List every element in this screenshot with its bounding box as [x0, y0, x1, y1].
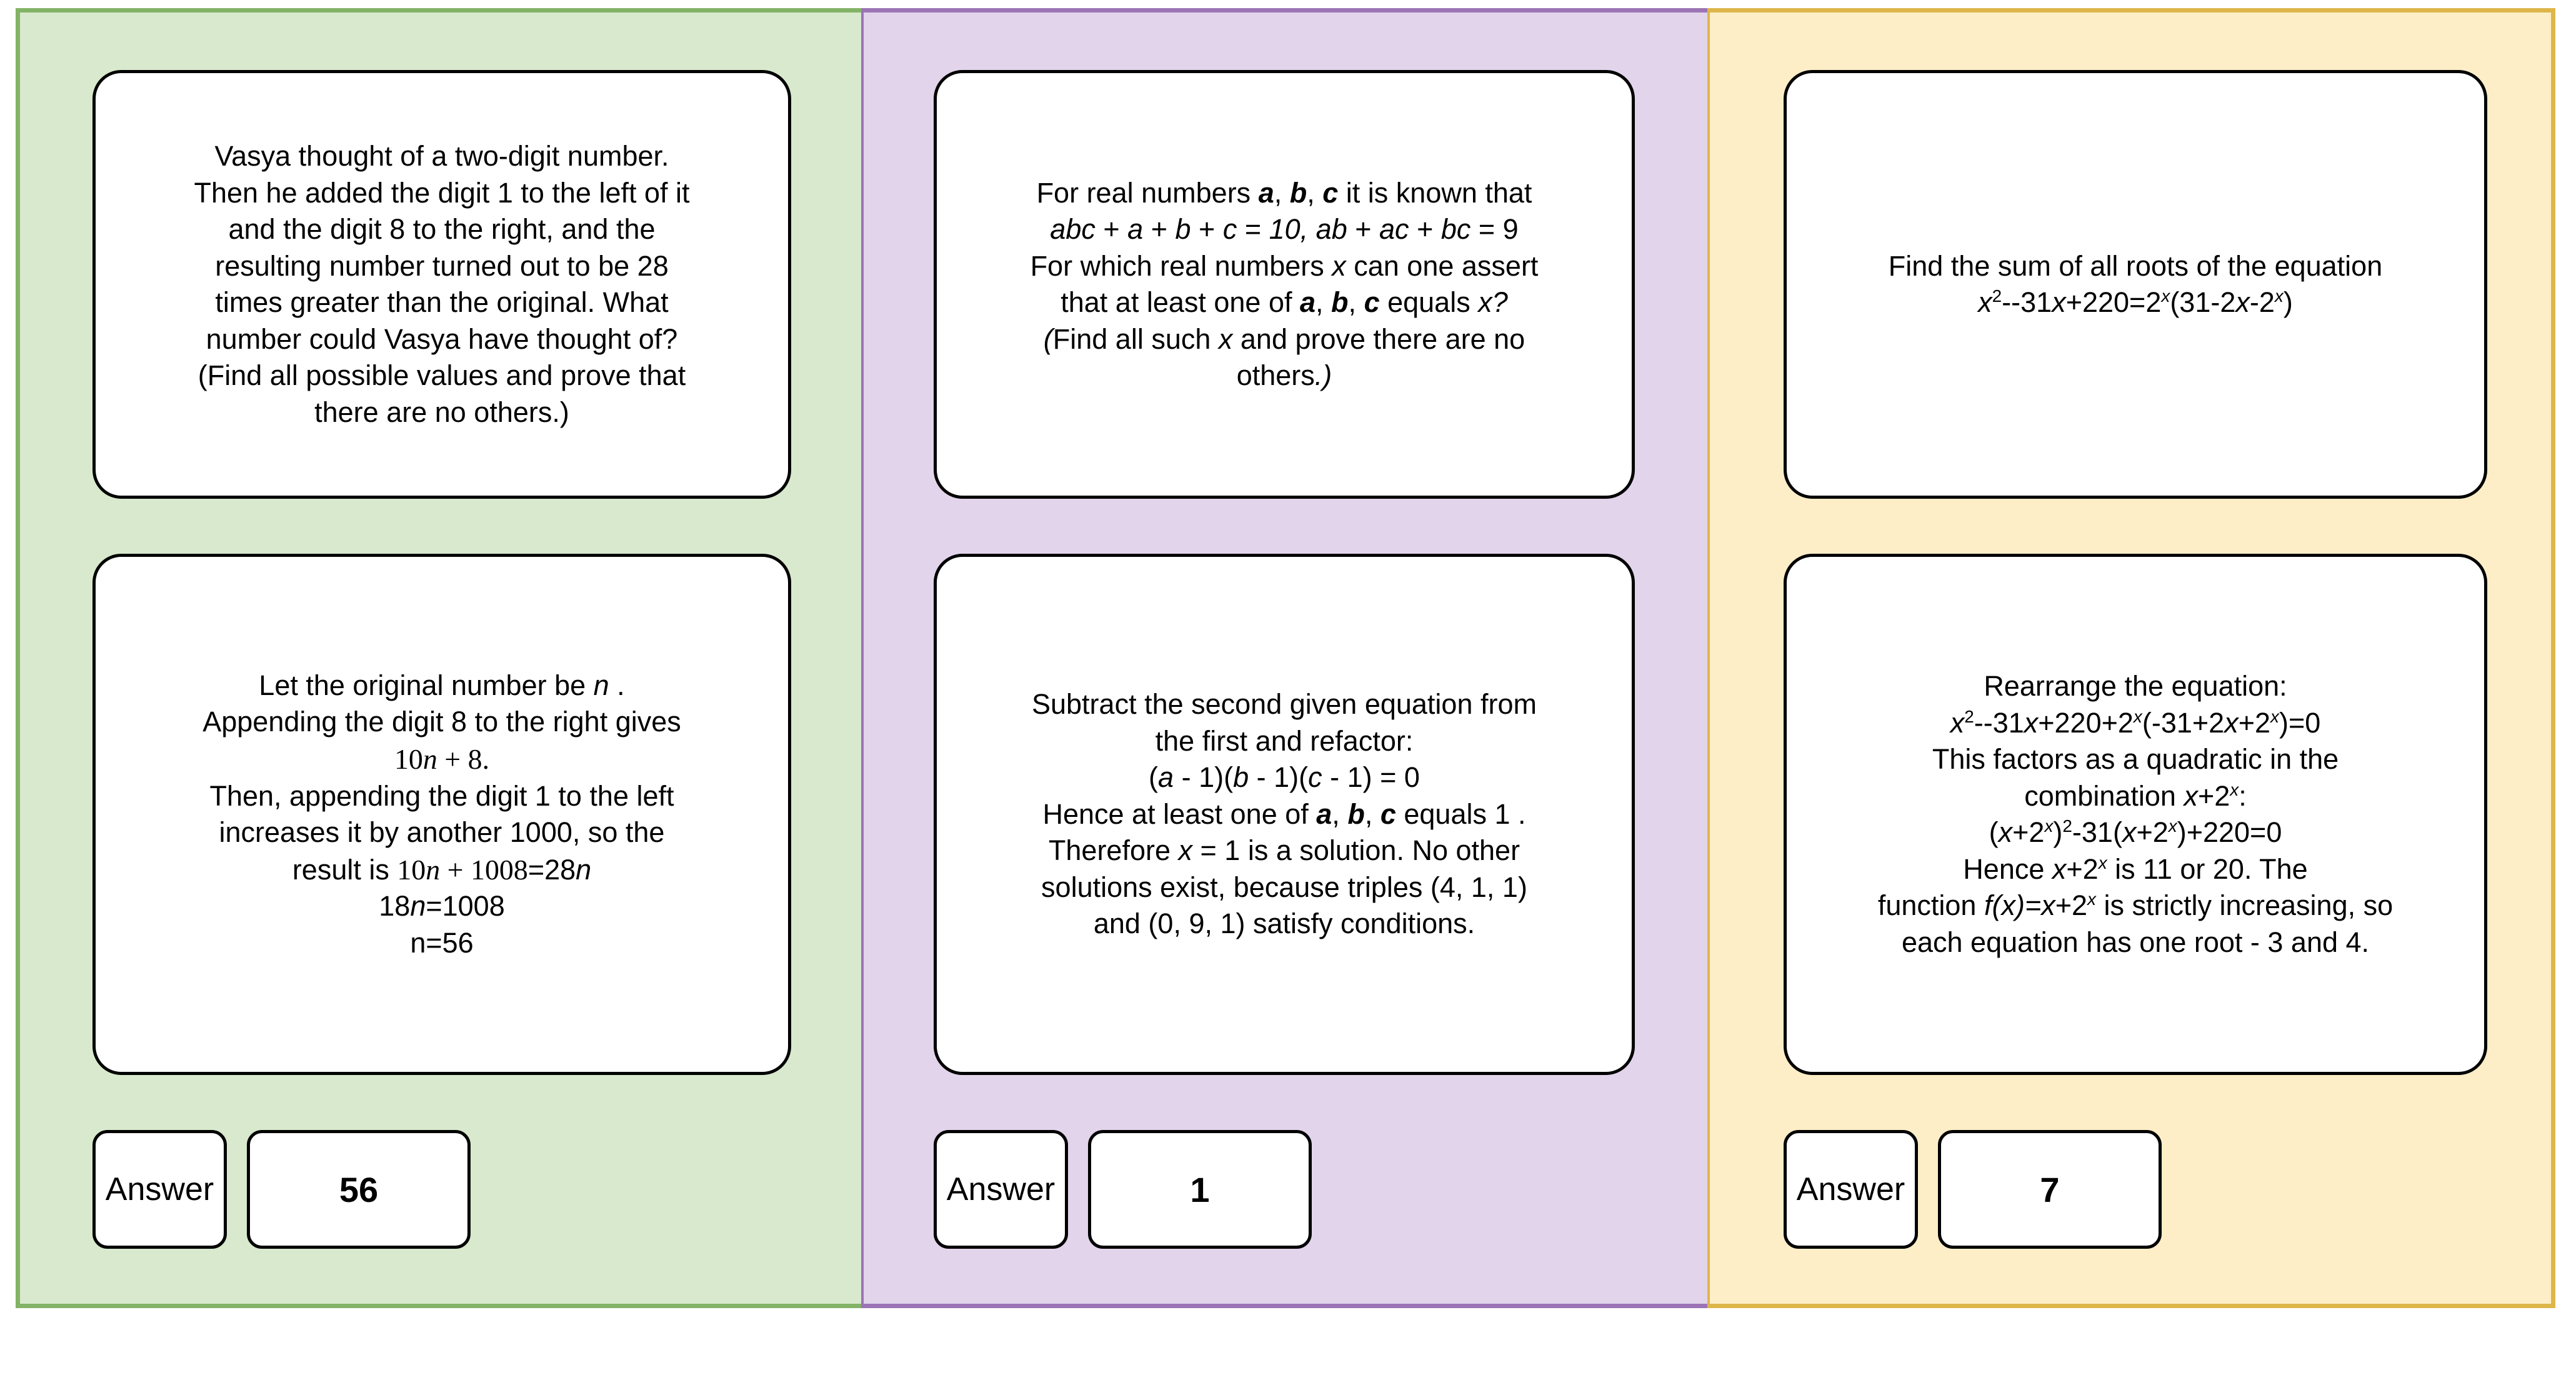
solution-1-line-2: Appending the digit 8 to the right gives [202, 706, 681, 738]
solution-1-line-7: 18n=1008 [379, 890, 505, 922]
problem-1-line-5: times greater than the original. What [215, 286, 669, 318]
solution-1-line-1: Let the original number be n . [259, 669, 625, 701]
solution-2-line-2: the first and refactor: [1155, 724, 1414, 757]
solution-card-1-text: Let the original number be n . Appending… [96, 668, 788, 961]
solution-1-line-4: Then, appending the digit 1 to the left [209, 779, 674, 812]
solution-3-line-5: (x+2x)2-31(x+2x)+220=0 [1989, 816, 2282, 848]
solution-2-line-4: Hence at least one of a, b, c equals 1 . [1042, 798, 1526, 830]
solution-3-line-8: each equation has one root - 3 and 4. [1901, 926, 2370, 958]
problem-2-line-5: (Find all such x and prove there are no [1043, 322, 1525, 355]
solution-card-3: Rearrange the equation: x2--31x+220+2x(-… [1784, 554, 2487, 1075]
solution-3-line-3: This factors as a quadratic in the [1932, 743, 2339, 775]
solution-1-line-5: increases it by another 1000, so the [219, 816, 665, 848]
column-purple: For real numbers a, b, c it is known tha… [861, 8, 1707, 1308]
panel-row: Vasya thought of a two-digit number. The… [16, 8, 2555, 1308]
answer-value-1: 56 [247, 1130, 471, 1249]
problem-card-2: For real numbers a, b, c it is known tha… [934, 70, 1635, 499]
solution-2-line-1: Subtract the second given equation from [1031, 688, 1537, 721]
answer-value-3: 7 [1938, 1130, 2162, 1249]
problem-card-1: Vasya thought of a two-digit number. The… [92, 70, 791, 499]
solution-1-line-3: 10n + 8. [394, 742, 490, 775]
problem-1-line-7: (Find all possible values and prove that [197, 359, 686, 391]
problem-2-line-4: that at least one of a, b, c equals x? [1061, 286, 1508, 318]
column-purple-stack: For real numbers a, b, c it is known tha… [864, 12, 1707, 1304]
problem-card-3-text: Find the sum of all roots of the equatio… [1787, 248, 2484, 321]
solution-2-line-3: (a - 1)(b - 1)(c - 1) = 0 [1149, 761, 1420, 794]
answer-label-2: Answer [934, 1130, 1068, 1249]
problem-3-line-1: Find the sum of all roots of the equatio… [1888, 249, 2383, 282]
solution-2-line-6: solutions exist, because triples (4, 1, … [1041, 871, 1527, 903]
problem-1-line-8: there are no others.) [314, 396, 569, 428]
answer-label-1: Answer [92, 1130, 227, 1249]
column-green-stack: Vasya thought of a two-digit number. The… [20, 12, 861, 1304]
solution-card-3-text: Rearrange the equation: x2--31x+220+2x(-… [1787, 668, 2484, 961]
solution-2-line-7: and (0, 9, 1) satisfy conditions. [1093, 908, 1475, 940]
solution-card-2: Subtract the second given equation from … [934, 554, 1635, 1075]
problem-1-line-3: and the digit 8 to the right, and the [228, 213, 656, 245]
problem-card-2-text: For real numbers a, b, c it is known tha… [937, 175, 1632, 394]
problem-1-line-4: resulting number turned out to be 28 [215, 249, 669, 282]
problem-1-line-6: number could Vasya have thought of? [206, 322, 678, 355]
problem-1-line-1: Vasya thought of a two-digit number. [214, 140, 669, 172]
solution-3-line-1: Rearrange the equation: [1984, 670, 2287, 702]
problem-3-line-2: x2--31x+220=2x(31-2x-2x) [1978, 286, 2293, 318]
column-green: Vasya thought of a two-digit number. The… [16, 8, 861, 1308]
solution-card-2-text: Subtract the second given equation from … [937, 686, 1632, 942]
column-yellow-stack: Find the sum of all roots of the equatio… [1710, 12, 2551, 1304]
solution-3-line-2: x2--31x+220+2x(-31+2x+2x)=0 [1950, 706, 2321, 739]
answer-row-2: Answer 1 [864, 1130, 1707, 1255]
problem-2-line-3: For which real numbers x can one assert [1030, 249, 1539, 282]
problem-card-1-text: Vasya thought of a two-digit number. The… [96, 138, 788, 431]
solution-3-line-6: Hence x+2x is 11 or 20. The [1963, 852, 2308, 885]
problem-2-line-2: abc + a + b + c = 10, ab + ac + bc = 9 [1050, 213, 1519, 245]
solution-card-1: Let the original number be n . Appending… [92, 554, 791, 1075]
solution-3-line-7: function f(x)=x+2x is strictly increasin… [1877, 889, 2394, 921]
problem-1-line-2: Then he added the digit 1 to the left of… [194, 176, 690, 209]
answer-row-1: Answer 56 [20, 1130, 861, 1255]
problem-2-line-6: others.) [1236, 359, 1332, 391]
problem-card-3: Find the sum of all roots of the equatio… [1784, 70, 2487, 499]
answer-value-2: 1 [1088, 1130, 1312, 1249]
answer-row-3: Answer 7 [1710, 1130, 2551, 1255]
problem-2-line-1: For real numbers a, b, c it is known tha… [1036, 176, 1532, 209]
solution-2-line-5: Therefore x = 1 is a solution. No other [1048, 834, 1520, 867]
solution-1-line-8: n=56 [410, 926, 474, 959]
solution-3-line-4: combination x+2x: [2024, 779, 2247, 812]
column-yellow: Find the sum of all roots of the equatio… [1707, 8, 2555, 1308]
answer-label-3: Answer [1784, 1130, 1918, 1249]
solution-1-line-6: result is 10n + 1008=28n [292, 853, 592, 886]
